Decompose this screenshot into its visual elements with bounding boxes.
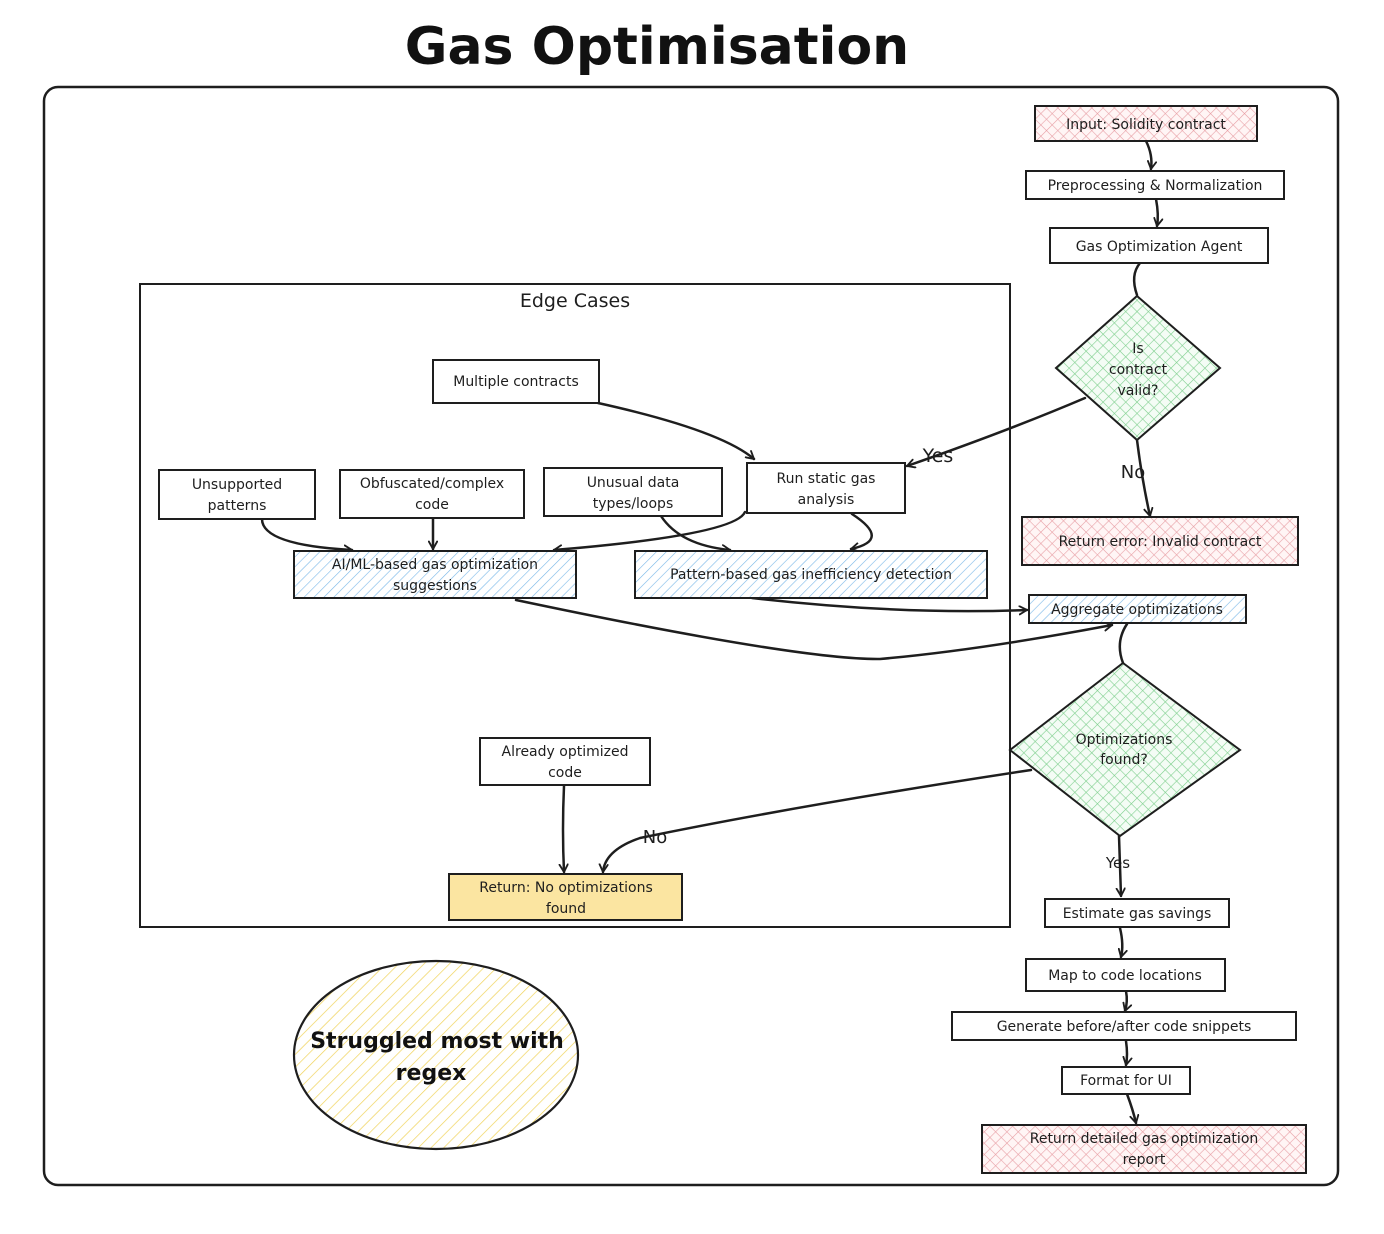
node-error-invalid-label: Return error: Invalid contract: [1059, 534, 1262, 550]
decision-contract-valid-label: contract: [1109, 362, 1168, 378]
edge-runstatic-ai: [552, 510, 747, 550]
node-no-optimizations-label: found: [546, 901, 586, 917]
node-run-static-label: Run static gas: [777, 471, 876, 487]
node-ai-ml-label: AI/ML-based gas optimization: [332, 557, 538, 573]
edge-estimate-map: [1120, 926, 1122, 959]
node-no-optimizations-label: Return: No optimizations: [479, 880, 653, 896]
node-unsupported: Unsupported patterns: [158, 469, 316, 520]
node-report: Return detailed gas optimization report: [981, 1124, 1307, 1174]
node-already-optimized: Already optimized code: [479, 737, 651, 786]
node-ai-ml-label: suggestions: [393, 578, 477, 594]
edges: [260, 139, 1158, 1125]
yes-label-valid: Yes: [922, 445, 954, 467]
edge-multiple-runstatic: [596, 401, 756, 461]
edge-unusual-pattern: [659, 514, 732, 550]
node-agent-label: Gas Optimization Agent: [1076, 239, 1243, 255]
node-aggregate: Aggregate optimizations: [1028, 594, 1247, 624]
note-text-line1: Struggled most with: [310, 1029, 564, 1054]
node-estimate-label: Estimate gas savings: [1063, 906, 1212, 922]
node-multiple-contracts: Multiple contracts: [432, 359, 600, 404]
node-format-label: Format for UI: [1080, 1073, 1172, 1089]
edge-cases-title: Edge Cases: [520, 290, 630, 312]
node-agent: Gas Optimization Agent: [1049, 227, 1269, 264]
node-pattern-based: Pattern-based gas inefficiency detection: [634, 550, 988, 599]
no-label-found: No: [643, 827, 667, 848]
edge-cases-group: Edge Cases: [139, 283, 1011, 928]
edge-runstatic-pattern: [849, 512, 873, 549]
node-report-label: report: [1123, 1152, 1166, 1168]
node-unusual: Unusual data types/loops: [543, 467, 723, 517]
note-ellipse: Struggled most with regex: [292, 959, 580, 1151]
node-format: Format for UI: [1061, 1066, 1191, 1095]
edge-already-nooptim: [563, 784, 564, 874]
edge-map-generate: [1125, 989, 1127, 1013]
no-label-valid: No: [1121, 462, 1145, 483]
node-ai-ml: AI/ML-based gas optimization suggestions: [293, 550, 577, 599]
page-title: Gas Optimisation: [405, 17, 909, 77]
edge-preprocess-agent: [1156, 197, 1158, 228]
edge-found-yes: [1119, 834, 1121, 898]
node-error-invalid: Return error: Invalid contract: [1021, 516, 1299, 566]
node-preprocess: Preprocessing & Normalization: [1025, 170, 1285, 200]
node-map-label: Map to code locations: [1048, 968, 1202, 984]
node-preprocess-label: Preprocessing & Normalization: [1048, 178, 1263, 194]
node-run-static-label: analysis: [798, 492, 855, 508]
node-report-label: Return detailed gas optimization: [1030, 1131, 1259, 1147]
node-obfuscated-label: Obfuscated/complex: [360, 476, 504, 492]
edge-valid-no: [1135, 438, 1150, 518]
yes-label-found: Yes: [1105, 854, 1130, 872]
note-text-line2: regex: [396, 1061, 467, 1086]
node-run-static: Run static gas analysis: [746, 462, 906, 514]
outer-frame: [42, 85, 1340, 1187]
edge-input-preprocess: [1144, 139, 1151, 171]
node-already-optimized-label: Already optimized: [502, 744, 629, 760]
edge-aggregate-found: [1118, 622, 1129, 665]
decision-optimizations-found-label: found?: [1100, 752, 1148, 768]
decision-contract-valid-label: Is: [1132, 341, 1143, 357]
node-obfuscated: Obfuscated/complex code: [339, 469, 525, 519]
node-pattern-based-label: Pattern-based gas inefficiency detection: [670, 567, 952, 583]
edge-found-no: [603, 768, 1033, 874]
node-no-optimizations: Return: No optimizations found: [448, 873, 683, 921]
node-unsupported-label: Unsupported: [192, 477, 282, 493]
node-unusual-label: types/loops: [593, 496, 674, 512]
node-input: Input: Solidity contract: [1034, 105, 1258, 142]
edge-valid-yes: [905, 396, 1087, 466]
node-obfuscated-label: code: [415, 497, 449, 513]
node-map: Map to code locations: [1025, 958, 1226, 992]
node-aggregate-label: Aggregate optimizations: [1051, 602, 1223, 618]
edge-agent-valid: [1132, 261, 1142, 297]
node-estimate: Estimate gas savings: [1044, 898, 1230, 928]
node-unusual-label: Unusual data: [587, 475, 680, 491]
decision-optimizations-found: Optimizations found?: [1008, 661, 1242, 838]
decision-contract-valid-label: valid?: [1118, 383, 1159, 399]
edge-ai-aggregate: [514, 598, 1114, 661]
node-already-optimized-label: code: [548, 765, 582, 781]
node-generate: Generate before/after code snippets: [951, 1011, 1297, 1041]
edge-pattern-aggregate: [750, 596, 1029, 611]
node-input-label: Input: Solidity contract: [1066, 117, 1226, 133]
decision-optimizations-found-label: Optimizations: [1076, 732, 1173, 748]
node-unsupported-label: patterns: [208, 498, 267, 514]
decision-contract-valid: Is contract valid?: [1054, 294, 1222, 442]
edge-format-report: [1125, 1092, 1136, 1125]
edge-generate-format: [1126, 1039, 1127, 1067]
edge-unsupported-ai: [260, 517, 354, 550]
node-generate-label: Generate before/after code snippets: [997, 1019, 1252, 1035]
node-multiple-contracts-label: Multiple contracts: [453, 374, 579, 390]
